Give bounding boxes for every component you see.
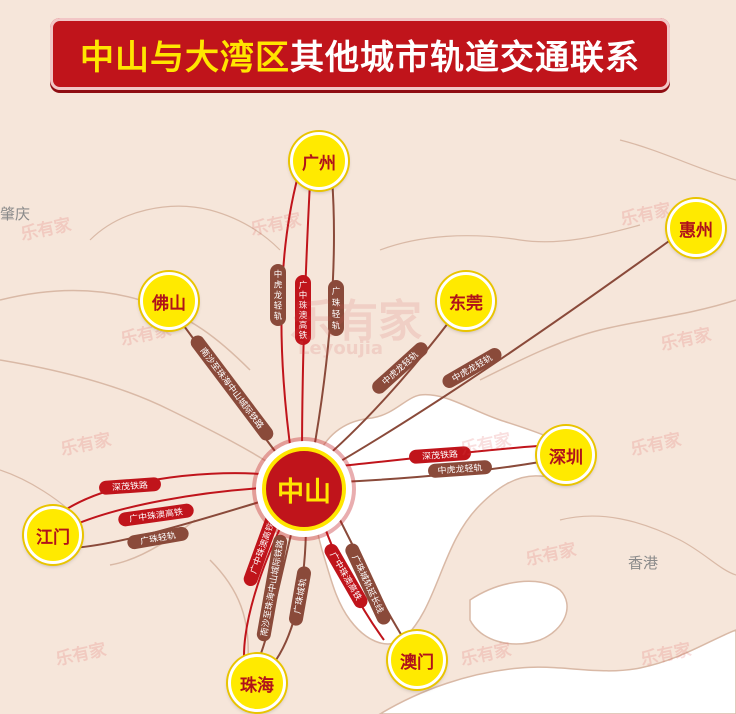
route-pill: [345, 543, 391, 625]
rail-line-dg-1: [317, 317, 453, 465]
route-label-text: 广珠轻轨: [332, 286, 341, 332]
route-pill: [295, 275, 311, 345]
route-label-gz-3: 广珠轻轨: [328, 280, 344, 336]
place-label-hongkong: 香港: [628, 554, 659, 572]
route-pill: [328, 280, 344, 336]
rail-line-jm-1: [61, 472, 263, 513]
shenzhen-bay-water: [469, 580, 568, 645]
route-pill: [118, 503, 194, 527]
hub-label: 中山: [277, 476, 331, 508]
city-label: 广州: [302, 153, 336, 174]
city-guangzhou[interactable]: 广州: [290, 132, 348, 190]
rail-line-jm-2: [71, 487, 263, 527]
route-pill: [127, 526, 189, 550]
city-label: 佛山: [152, 293, 186, 314]
city-label: 珠海: [240, 675, 274, 696]
route-label-gz-2: 广中珠澳高铁: [295, 275, 311, 345]
east-river: [479, 299, 736, 381]
city-label: 江门: [36, 527, 70, 548]
city-label: 东莞: [449, 293, 483, 314]
city-shenzhen[interactable]: 深圳: [537, 426, 595, 484]
route-pill: [372, 342, 428, 394]
city-foshan[interactable]: 佛山: [140, 272, 198, 330]
route-label-jm-2: 广中珠澳高铁: [118, 503, 194, 527]
route-label-fs-1: 南沙至珠海中山城际铁路: [190, 335, 274, 441]
route-label-text: 深茂铁路: [422, 449, 459, 463]
route-pill: [442, 348, 502, 388]
city-huizhou[interactable]: 惠州: [667, 199, 725, 257]
boundary-5: [619, 139, 736, 181]
route-label-zh-3: 广珠城轨: [289, 566, 311, 626]
west-river: [0, 359, 281, 471]
route-pill: [428, 460, 492, 478]
title-text: 中山与大湾区其他城市轨道交通联系: [80, 30, 640, 79]
route-label-hz-1: 中虎龙轻轨: [442, 348, 502, 388]
route-label-text: 中虎龙轻轨: [274, 269, 283, 322]
inner-channel: [109, 519, 249, 661]
route-pill: [324, 543, 368, 609]
route-label-text: 深茂铁路: [112, 480, 149, 494]
south-sea: [378, 629, 736, 714]
route-label-jm-1: 深茂铁路: [99, 477, 161, 495]
route-label-text: 南沙至珠海中山城际铁路: [197, 345, 266, 431]
route-label-dg-1: 中虎龙轻轨: [372, 342, 428, 394]
route-label-text: 中虎龙轻轨: [437, 462, 483, 476]
route-label-gz-1: 中虎龙轻轨: [270, 264, 286, 326]
title-highlight: 中山与大湾区: [80, 37, 290, 78]
city-label: 澳门: [400, 652, 434, 673]
title-banner: 中山与大湾区其他城市轨道交通联系: [50, 18, 670, 90]
routes-layer: 中虎龙轻轨广中珠澳高铁广珠轻轨南沙至珠海中山城际铁路中虎龙轻轨中虎龙轻轨深茂铁路…: [61, 175, 677, 661]
route-labels: 中虎龙轻轨广中珠澳高铁广珠轻轨南沙至珠海中山城际铁路中虎龙轻轨中虎龙轻轨深茂铁路…: [99, 264, 502, 642]
city-zhuhai[interactable]: 珠海: [228, 654, 286, 712]
boundary-3: [559, 515, 736, 576]
pearl-river-estuary: [313, 393, 578, 645]
route-label-sz-2: 中虎龙轻轨: [428, 460, 492, 478]
city-dongguan[interactable]: 东莞: [437, 272, 495, 330]
route-pill: [190, 335, 274, 441]
route-pill: [243, 509, 281, 587]
title-rest: 其他城市轨道交通联系: [290, 37, 640, 78]
route-label-text: 广中珠澳高铁: [299, 280, 308, 341]
city-macau[interactable]: 澳门: [388, 631, 446, 689]
city-label: 惠州: [679, 220, 713, 241]
water-areas: [0, 289, 736, 714]
hub-zhongshan[interactable]: 中山: [262, 447, 346, 531]
route-pill: [289, 566, 311, 626]
route-pill: [270, 264, 286, 326]
city-jiangmen[interactable]: 江门: [24, 506, 82, 564]
route-pill: [409, 446, 471, 464]
boundary-2: [379, 224, 641, 251]
route-label-jm-3: 广珠轻轨: [127, 526, 189, 550]
city-label: 深圳: [549, 447, 583, 468]
rail-line-hz-1: [321, 235, 677, 473]
place-label-zhaoqing: 肇庆: [0, 205, 31, 223]
route-pill: [256, 534, 288, 642]
route-pill: [99, 477, 161, 495]
route-label-sz-1: 深茂铁路: [409, 446, 471, 464]
boundary-1: [89, 205, 281, 251]
